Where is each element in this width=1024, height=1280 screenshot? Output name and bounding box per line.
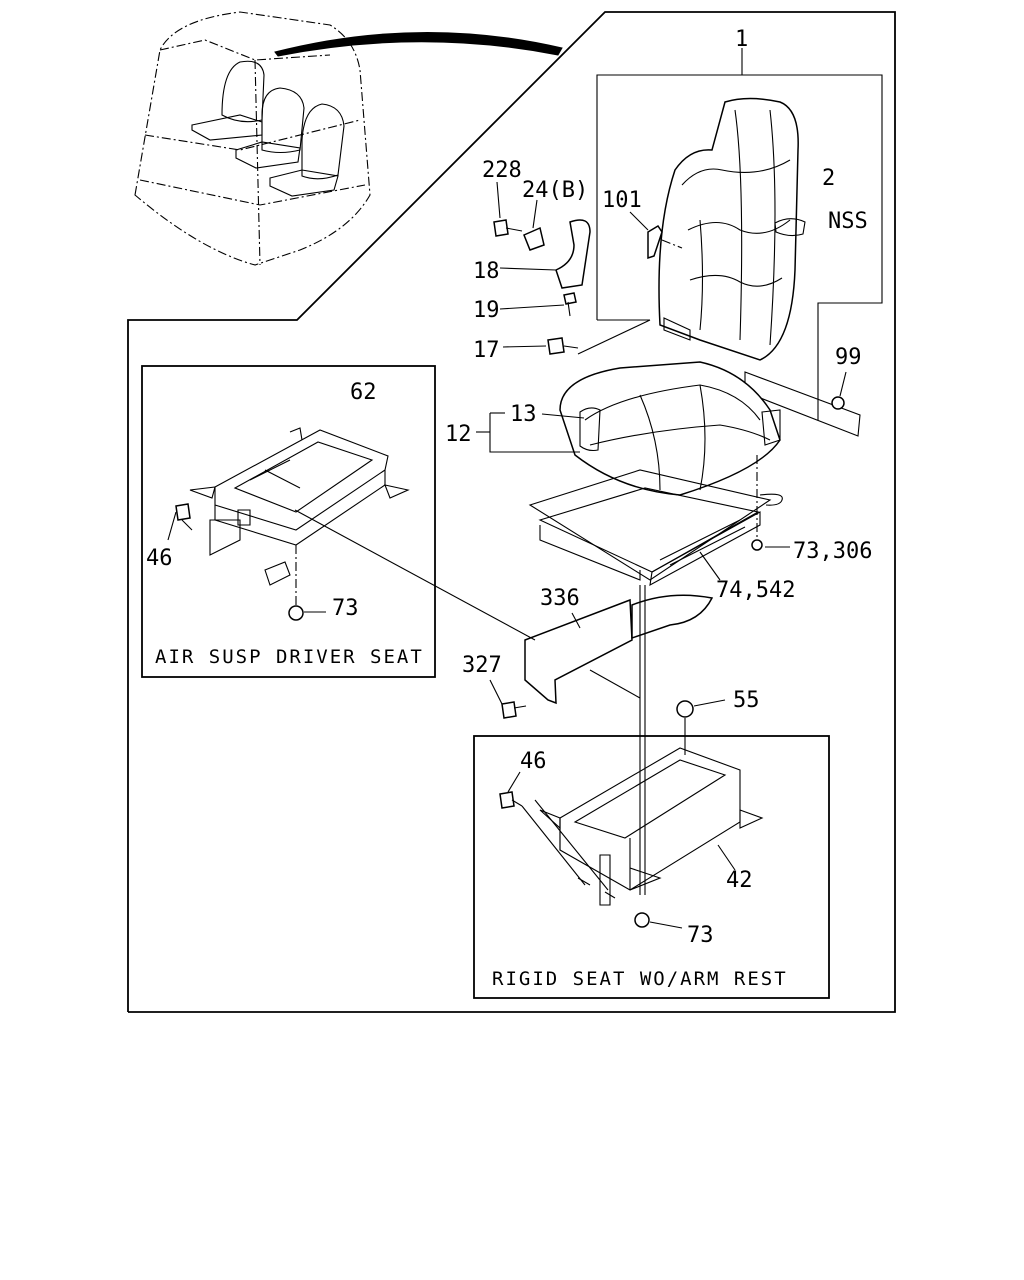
callout-46-air: 46 <box>146 546 173 571</box>
callout-228: 228 <box>482 158 522 183</box>
side-cover <box>524 594 714 705</box>
callout-19: 19 <box>473 298 500 323</box>
recliner-lever <box>629 211 683 260</box>
callout-17: 17 <box>473 338 500 363</box>
bolt-46-rigid <box>499 771 523 809</box>
rigid-seat-caption: RIGID SEAT WO/ARM REST <box>492 968 788 990</box>
upper-hardware <box>493 181 591 317</box>
rigid-seat-inset <box>473 735 830 999</box>
callout-101: 101 <box>602 188 642 213</box>
leader-line-air-susp <box>294 509 536 641</box>
seat-slide-rail <box>528 455 790 587</box>
nut-55 <box>676 699 726 718</box>
callout-99: 99 <box>835 345 862 370</box>
callout-12: 12 <box>445 422 472 447</box>
rigid-seat-base <box>521 718 764 906</box>
callout-13: 13 <box>510 402 537 427</box>
callout-1: 1 <box>735 27 748 52</box>
air-susp-caption: AIR SUSP DRIVER SEAT <box>155 646 424 668</box>
callout-74-542: 74,542 <box>716 578 795 603</box>
callout-73-air: 73 <box>332 596 359 621</box>
nut-73-rigid <box>634 912 683 929</box>
bolt-327 <box>489 679 527 719</box>
callout-nss: NSS <box>828 209 868 234</box>
callout-73-rigid: 73 <box>687 923 714 948</box>
callout-46-rigid: 46 <box>520 749 547 774</box>
air-susp-inset <box>141 365 436 678</box>
callout-18: 18 <box>473 259 500 284</box>
bolt-17 <box>502 319 651 355</box>
callout-55: 55 <box>733 688 760 713</box>
air-susp-base <box>189 427 410 608</box>
bolt-46-air <box>167 503 193 541</box>
callout-327: 327 <box>462 653 502 678</box>
seat-back <box>658 97 806 361</box>
callout-2: 2 <box>822 166 835 191</box>
seat-assembly-bracket <box>596 48 883 420</box>
leader-42 <box>717 844 736 871</box>
nut-73-air <box>288 605 326 621</box>
callout-62: 62 <box>350 380 377 405</box>
callout-336: 336 <box>540 586 580 611</box>
seat-cushion <box>476 361 781 496</box>
callout-73-306: 73,306 <box>793 539 872 564</box>
cab-overview-sketch <box>134 11 563 266</box>
callout-24b: 24(B) <box>522 178 588 203</box>
callout-42: 42 <box>726 868 753 893</box>
main-frame <box>127 11 896 1013</box>
